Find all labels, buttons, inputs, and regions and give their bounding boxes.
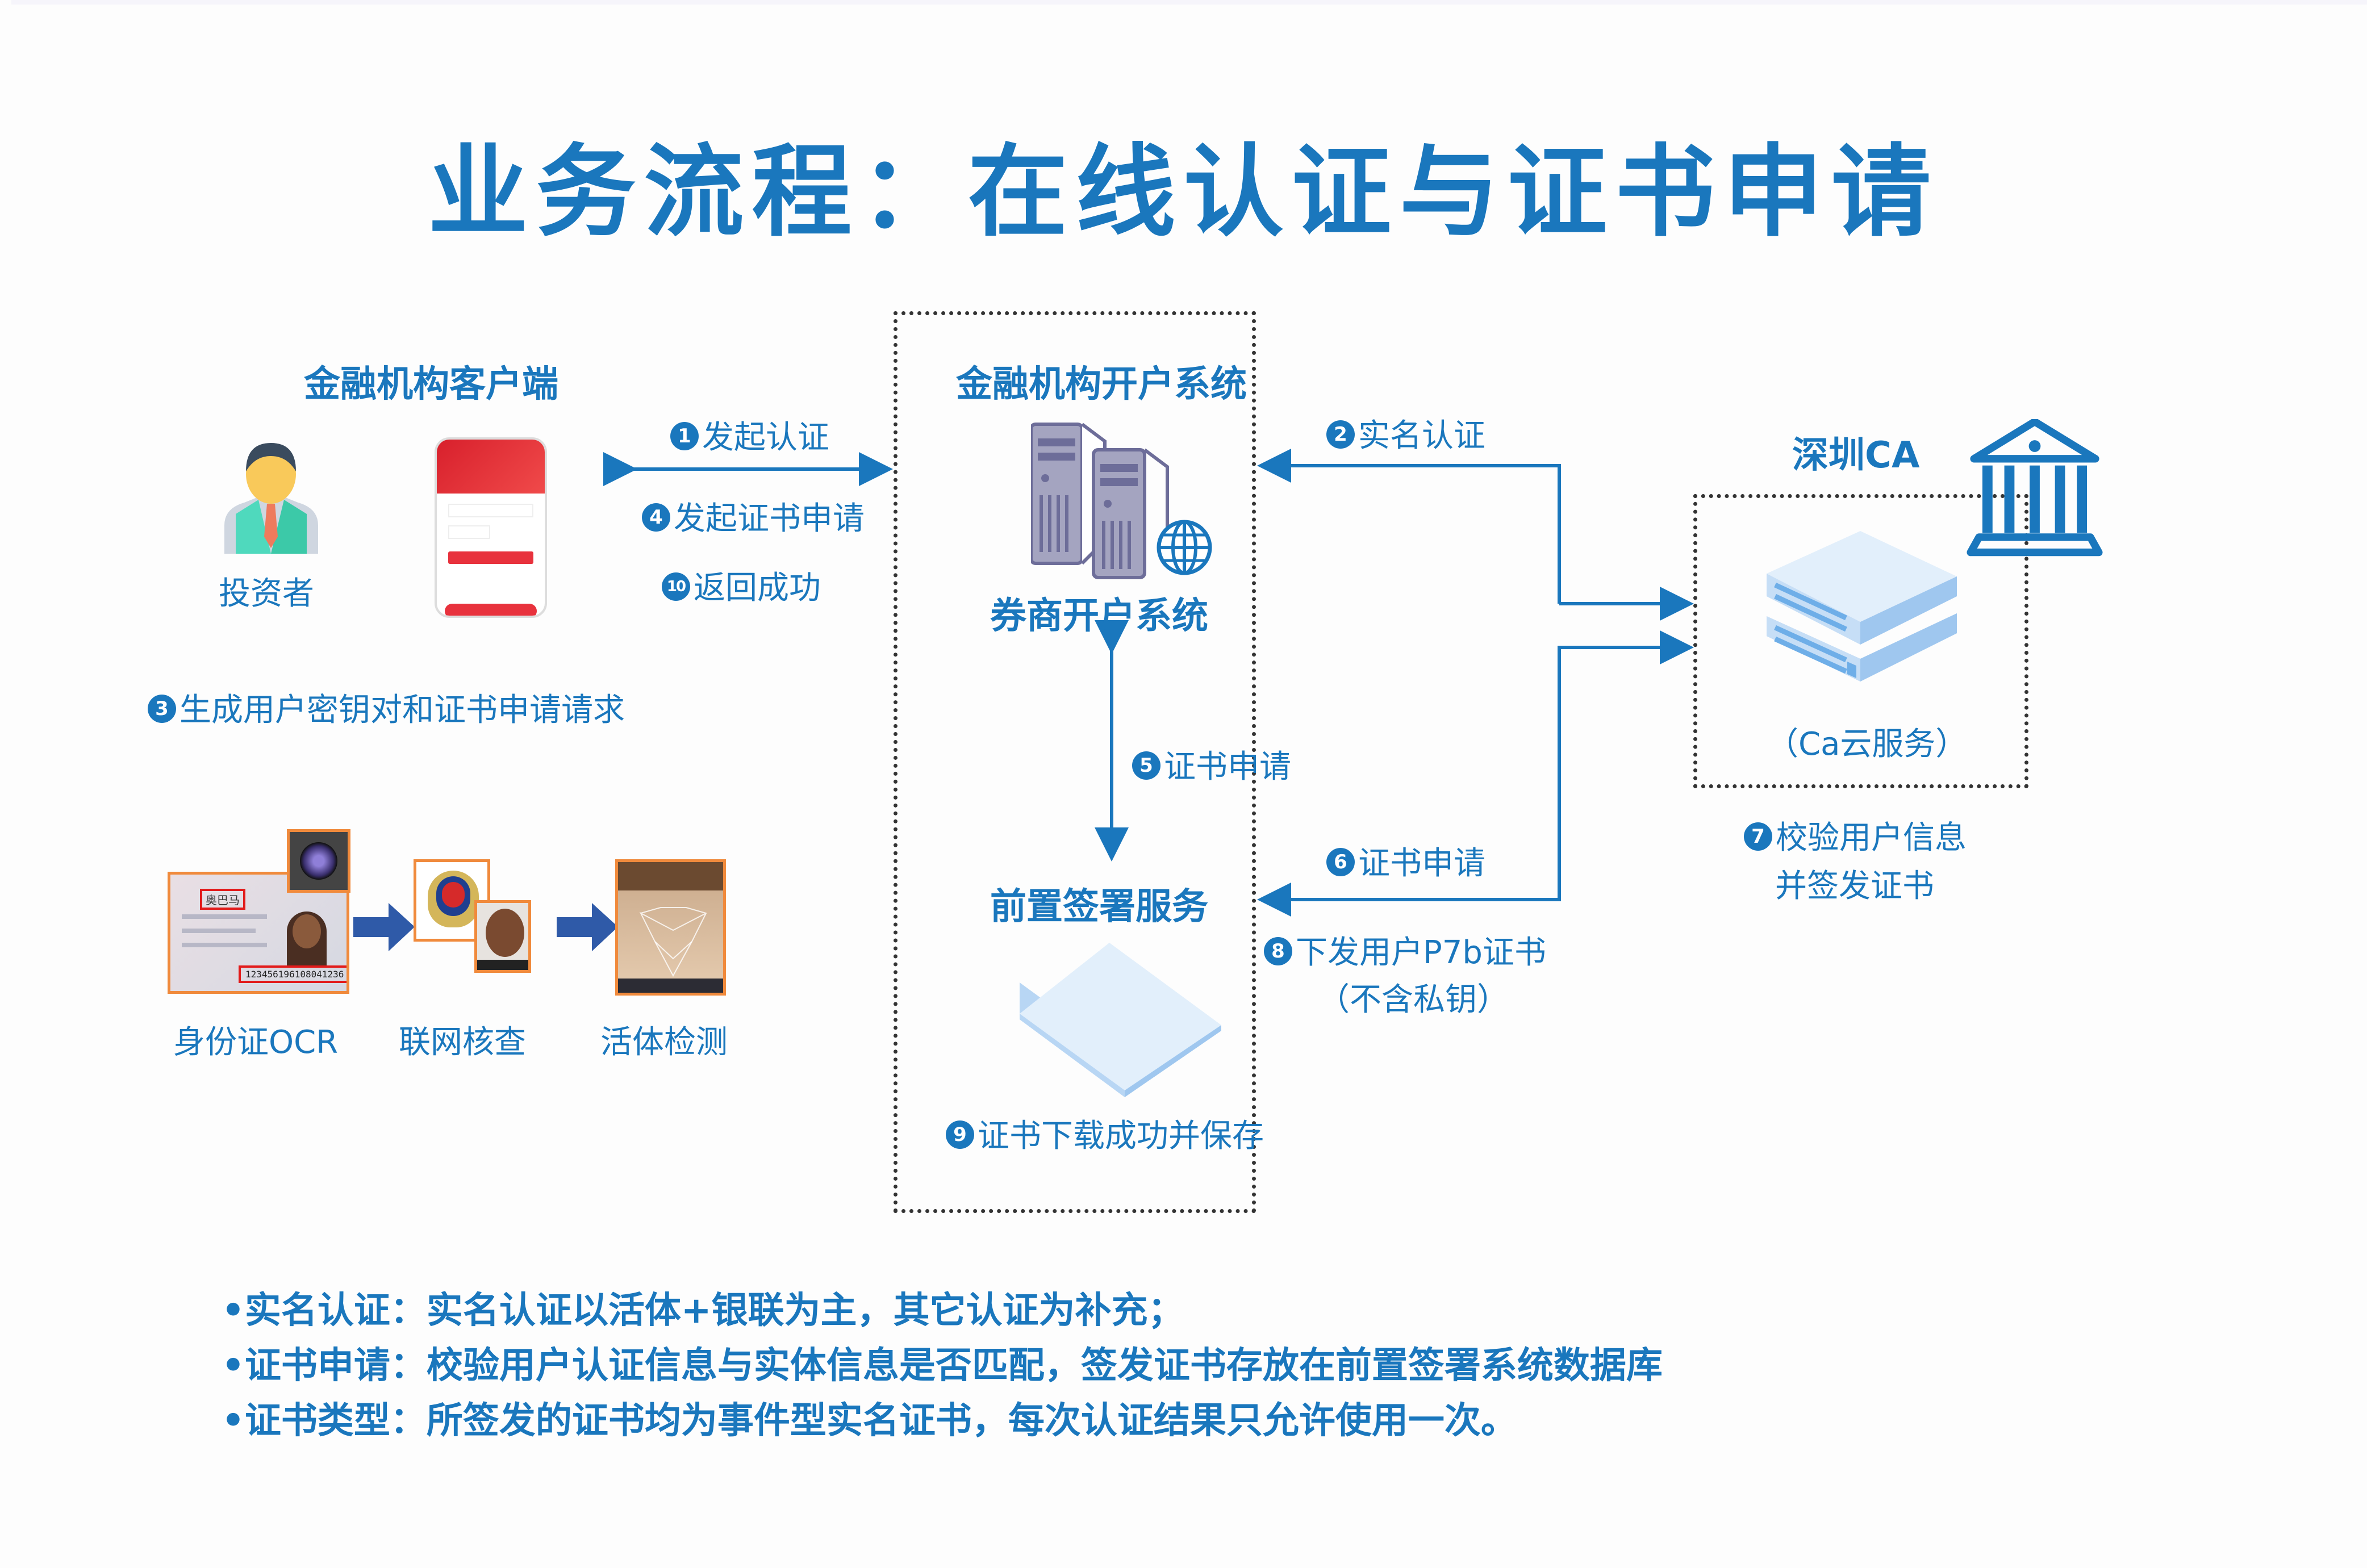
client-heading: 金融机构客户端 <box>304 363 558 405</box>
step-number-badge: 1 <box>670 421 699 450</box>
arrow-step2 <box>1257 449 1561 604</box>
step-number-badge: 3 <box>148 694 176 723</box>
server-globe-icon <box>1031 423 1212 579</box>
step1-text: 发起认证 <box>702 419 829 456</box>
page-title: 业务流程：在线认证与证书申请 <box>428 134 1939 250</box>
id-card-name: 奥巴马 <box>200 889 245 910</box>
person-icon <box>224 443 318 554</box>
step-number-badge: 2 <box>1326 420 1355 449</box>
ca-cloud-label: （Ca云服务） <box>1767 726 1968 763</box>
institution-icon <box>1967 419 2103 557</box>
verification-label-ocr: 身份证OCR <box>173 1024 339 1061</box>
step3-text: 生成用户密钥对和证书申请请求 <box>179 692 625 729</box>
step7-sublabel: 并签发证书 <box>1775 868 1934 905</box>
step8-text: 下发用户P7b证书 <box>1296 934 1546 971</box>
arrow-right-icon <box>353 903 415 951</box>
face-scan-icon <box>615 859 726 996</box>
ca-boundary <box>1693 494 2028 788</box>
step10-text: 返回成功 <box>694 570 821 607</box>
face-photo <box>474 900 531 973</box>
note-realname: •实名认证：实名认证以活体+银联为主，其它认证为补充； <box>222 1290 1184 1332</box>
step7-text: 校验用户信息 <box>1776 819 1967 856</box>
arrow-right-icon <box>557 903 618 951</box>
step5-text: 证书申请 <box>1164 749 1291 785</box>
institution-boundary <box>894 311 1256 1213</box>
step6-text: 证书申请 <box>1358 845 1485 882</box>
ca-heading: 深圳CA <box>1792 434 1920 476</box>
notes-list: •实名认证：实名认证以活体+银联为主，其它认证为补充； •证书申请：校验用户认证… <box>222 1283 1663 1449</box>
step4-text: 发起证书申请 <box>674 500 865 537</box>
signing-service-label: 前置签署服务 <box>990 886 1208 928</box>
step-number-badge: 4 <box>642 503 670 532</box>
step2-text: 实名认证 <box>1358 417 1485 454</box>
step9-text: 证书下载成功并保存 <box>978 1118 1264 1155</box>
step-number-badge: 6 <box>1326 847 1355 876</box>
step-number-badge: 9 <box>946 1120 974 1149</box>
investor-label: 投资者 <box>219 575 314 612</box>
step-number-badge: 5 <box>1132 751 1160 780</box>
step-number-badge: 8 <box>1264 936 1292 965</box>
top-edge-bar <box>11 0 2367 5</box>
note-cert-application: •证书申请：校验用户认证信息与实体信息是否匹配，签发证书存放在前置签署系统数据库 <box>222 1345 1663 1387</box>
mobile-app-icon <box>435 437 547 618</box>
verification-label-liveness: 活体检测 <box>600 1024 728 1061</box>
step8-sublabel: （不含私钥） <box>1318 981 1509 1018</box>
camera-icon <box>287 829 350 893</box>
id-card-number: 123456196108041236 <box>239 965 347 983</box>
signing-server-icon <box>1020 943 1221 1097</box>
note-cert-type: •证书类型：所签发的证书均为事件型实名证书，每次认证结果只允许使用一次。 <box>222 1400 1517 1442</box>
step-number-badge: 10 <box>662 572 690 601</box>
ca-cloud-server-icon <box>1767 531 1957 681</box>
verification-label-network-check: 联网核查 <box>399 1024 526 1061</box>
institution-heading: 金融机构开户系统 <box>956 363 1247 405</box>
step-number-badge: 7 <box>1744 822 1772 851</box>
broker-system-label: 券商开户系统 <box>990 595 1208 637</box>
